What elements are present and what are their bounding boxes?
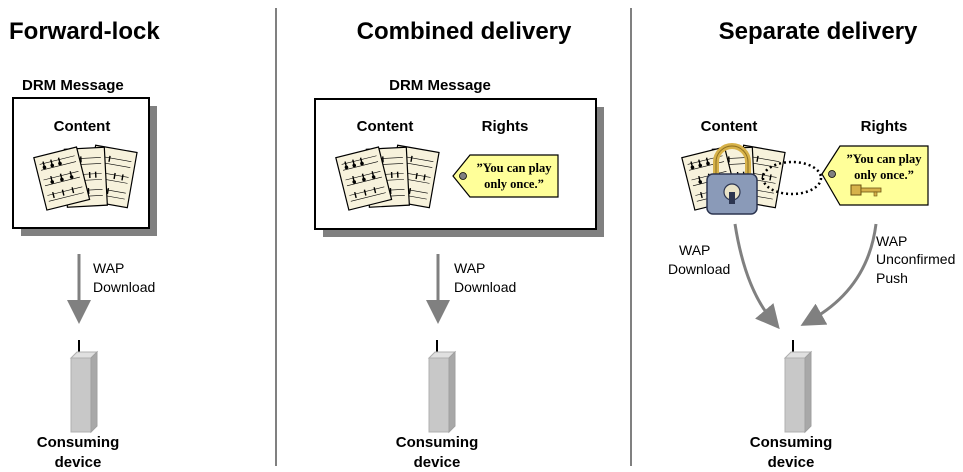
device-label-line2: device [414,454,461,471]
device-label-line1: Consuming [396,434,479,451]
rights-label: Rights [861,118,908,135]
rights-tag: ”You can play only once.” [452,154,559,198]
rights-label: Rights [482,118,529,135]
key-icon [850,184,882,197]
sheet-music-icon [335,144,440,211]
device-label-line1: Consuming [750,434,833,451]
content-transport-line2: Download [668,261,730,277]
consuming-device-icon [70,339,98,433]
panel-forward-lock: Forward-lock DRM Message Content WAP Dow… [9,18,160,471]
panel-title: Combined delivery [357,18,572,45]
rights-transport-line3: Push [876,270,908,286]
device-label-line2: device [768,454,815,471]
panel-combined-delivery: Combined delivery DRM Message Content Ri… [314,18,604,471]
consuming-device-icon [784,339,812,433]
transport-label-line2: Download [454,279,516,295]
panel-title: Forward-lock [9,18,160,45]
transport-label-line2: Download [93,279,155,295]
device-label-line2: device [55,454,102,471]
rights-tag-line1: ”You can play [476,161,552,175]
panel-separate-delivery: Separate delivery Content Rights ”You ca… [668,18,955,471]
rights-transport-line1: WAP [876,233,907,249]
content-download-arrow [733,223,780,330]
content-transport-line1: WAP [679,242,710,258]
content-label: Content [357,118,414,135]
rights-push-arrow [800,223,878,326]
transport-label-line1: WAP [454,260,485,276]
rights-transport-line2: Unconfirmed [876,251,955,267]
device-label-line1: Consuming [37,434,120,451]
rights-tag: ”You can play only once.” [821,145,929,206]
rights-tag-line2: only once.” [484,177,544,191]
drm-message-label: DRM Message [389,77,491,94]
binding-link [761,160,823,196]
consuming-device-icon [428,339,456,433]
padlock-icon [706,143,758,215]
transport-label-line1: WAP [93,260,124,276]
content-label: Content [701,118,758,135]
content-label: Content [54,118,111,135]
rights-tag-line1: ”You can play [846,152,922,166]
rights-tag-line2: only once.” [854,168,914,182]
sheet-music-icon [33,144,138,211]
drm-message-label: DRM Message [22,77,124,94]
panel-title: Separate delivery [719,18,918,45]
